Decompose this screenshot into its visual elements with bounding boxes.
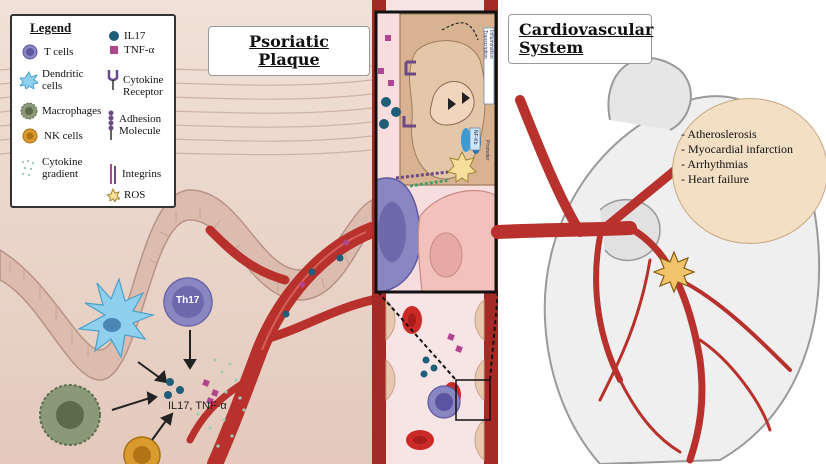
macrophage-cell [40,385,100,445]
cardiovascular-title: Cardiovascular System [508,14,652,64]
zoom-inset [376,12,496,292]
legend-item: ROS [106,188,145,202]
legend-item: Cytokine gradient [20,156,100,180]
nfkb-label: NF-Kb [472,130,478,144]
vessel-panel [372,0,498,464]
legend-item: Cytokine Receptor [106,60,172,98]
condition-item: - Arrhythmias [681,157,793,172]
conditions-bubble: - Atheroslerosis - Myocardial infarction… [672,98,826,244]
t-cell-icon [22,44,38,60]
legend-item: Macrophages [20,102,101,120]
legend-title: Legend [30,20,71,36]
condition-item: - Myocardial infarction [681,142,793,157]
condition-item: - Atheroslerosis [681,127,793,142]
tnf-alpha-icon [108,44,120,56]
conditions-list: - Atheroslerosis - Myocardial infarction… [681,127,793,187]
dendritic-cell-icon [20,71,38,89]
th17-label: Th17 [176,295,199,306]
cytokine-receptor-icon [106,68,120,90]
nk-cell-icon [22,128,38,144]
legend-item: Integrins [108,164,161,184]
legend-item: NK cells [22,128,83,144]
legend-item: T cells [22,44,73,60]
legend-item: Adhesion Molecule [106,110,172,140]
plaque-title: Psoriatic Plaque [208,26,370,76]
legend: Legend T cells Dendritic cells Macrophag… [10,14,176,208]
integrin-icon [108,164,118,184]
macrophage-icon [20,102,38,120]
ros-icon [106,188,120,202]
legend-item: TNF-α [108,44,154,56]
cytokines-label: IL17, TNF-α [168,400,227,412]
inflammation-label: Inflammation [488,30,494,59]
condition-item: - Heart failure [681,172,793,187]
circulating-t-cell [428,386,460,418]
adhesion-molecule-icon [106,110,116,140]
il17-icon [108,30,120,42]
legend-item: Dendritic cells [20,68,90,92]
promoter-label: Promoter [484,140,490,161]
infarct-marker [654,252,694,292]
cytokine-gradient-icon [20,158,36,178]
transcription-label: Transcription [482,30,488,59]
legend-item: IL17 [108,30,145,42]
